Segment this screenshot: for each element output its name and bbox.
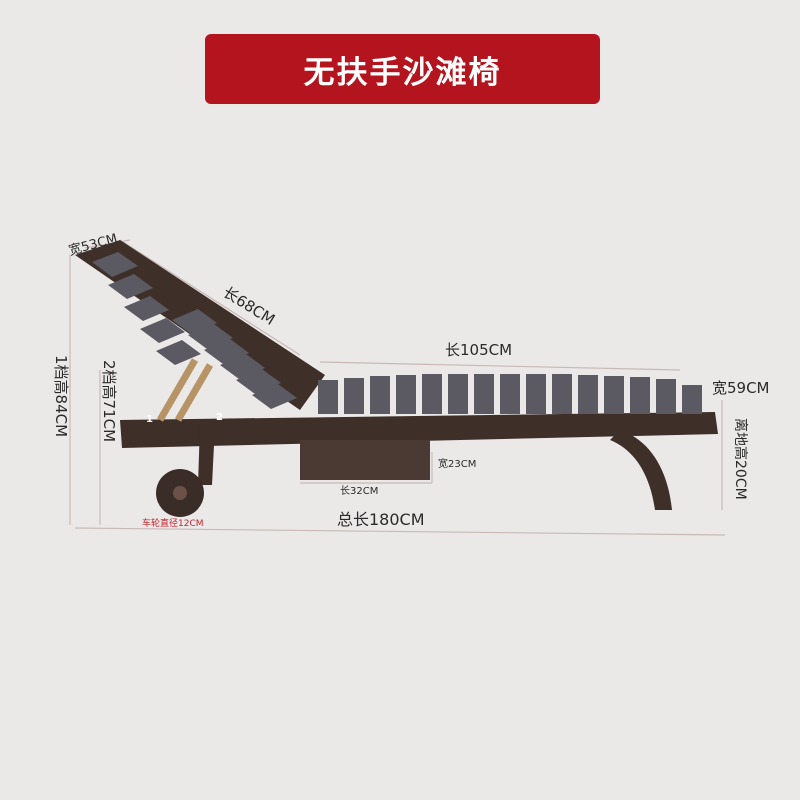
label-total-length: 总长180CM xyxy=(337,510,425,529)
backrest-slats xyxy=(92,252,297,409)
backrest-support xyxy=(156,358,214,422)
dimension-lines xyxy=(69,239,726,536)
label-seat-length: 长105CM xyxy=(445,341,512,359)
title: 无扶手沙滩椅 xyxy=(303,54,502,91)
title-banner: 无扶手沙滩椅 xyxy=(205,34,600,104)
label-tray-width: 宽23CM xyxy=(438,457,476,470)
label-ground-height: 离地高20CM xyxy=(732,418,749,500)
label-height-2: 2档高71CM xyxy=(100,360,118,442)
wheel xyxy=(156,469,204,517)
label-tray-length: 长32CM xyxy=(340,485,378,497)
gear-marker-1: 1 xyxy=(146,414,153,425)
label-seat-width: 宽59CM xyxy=(712,379,770,397)
label-wheel-diameter: 车轮直径12CM xyxy=(142,517,204,529)
seat-slats xyxy=(318,374,702,414)
gear-marker-2: 2 xyxy=(216,412,223,423)
label-height-1: 1档高84CM xyxy=(52,355,70,437)
